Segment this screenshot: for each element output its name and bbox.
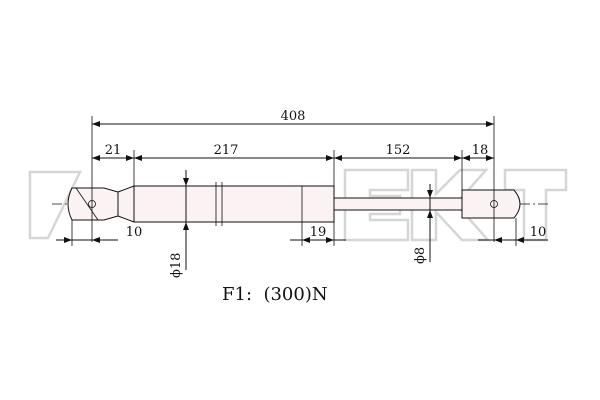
dim-collar: 19: [290, 225, 346, 243]
dim-right-eye-offset: 10: [478, 225, 548, 243]
left-eye-slash: [75, 187, 99, 221]
dim-rod-diameter-label: ϕ8: [413, 247, 428, 264]
left-eye-end: [67, 187, 119, 221]
dim-left-eye-offset-label: 10: [126, 225, 143, 240]
dim-segments: 21 217 152 18: [92, 143, 494, 161]
right-eye-end: [461, 189, 521, 219]
dim-cylinder-diameter-label: ϕ18: [169, 253, 184, 278]
dim-collar-label: 19: [310, 225, 327, 240]
dim-overall: 408: [92, 109, 494, 127]
left-neck: [117, 185, 135, 223]
dim-rod-label: 152: [386, 143, 411, 158]
dim-overall-label: 408: [281, 109, 306, 124]
dim-left-end-label: 21: [105, 143, 122, 158]
piston-rod: [333, 197, 463, 211]
dim-rod-diameter: ϕ8: [413, 184, 433, 264]
dim-cylinder-label: 217: [214, 143, 239, 158]
force-caption: F1: (300)N: [222, 284, 328, 305]
dim-right-eye-offset-label: 10: [530, 225, 547, 240]
dim-right-end-label: 18: [472, 143, 489, 158]
dim-left-eye-offset: 10: [56, 225, 142, 243]
cylinder-body: [133, 185, 335, 223]
dim-cylinder-diameter: ϕ18: [169, 170, 189, 278]
